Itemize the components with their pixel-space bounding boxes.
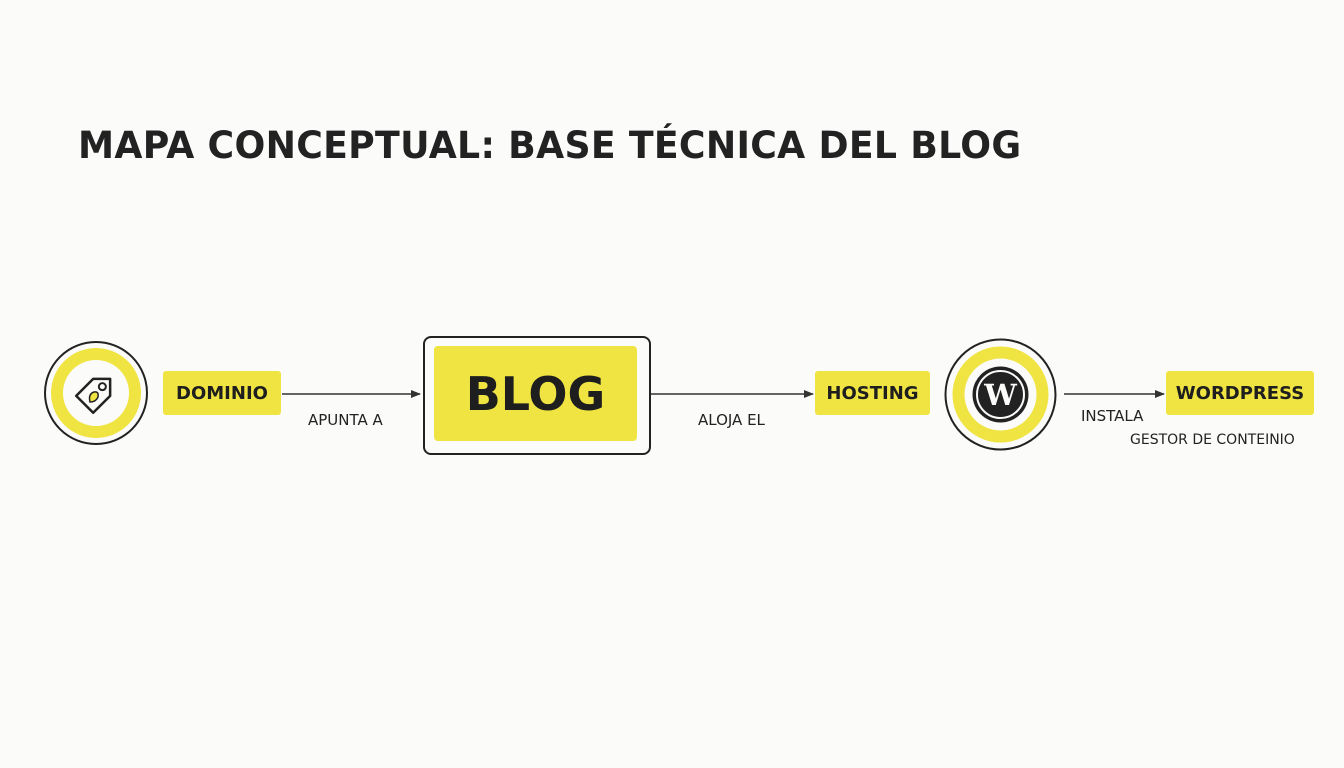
node-dominio: DOMINIO — [163, 371, 281, 415]
node-hosting: HOSTING — [815, 371, 930, 415]
tag-icon — [42, 340, 150, 446]
svg-text:W: W — [983, 378, 1017, 412]
diagram-title: MAPA CONCEPTUAL: BASE TÉCNICA DEL BLOG — [78, 124, 1022, 167]
edge-label-instala: INSTALA — [1081, 407, 1144, 425]
node-blog: BLOG — [434, 346, 637, 441]
edge-label-apunta-a: APUNTA A — [308, 411, 383, 429]
edge-label-aloja-el: ALOJA EL — [698, 411, 765, 429]
wordpress-icon: W — [943, 337, 1058, 452]
node-wordpress: WORDPRESS — [1166, 371, 1314, 415]
edge-label-gestor-de-contenido: GESTOR DE CONTEINIO — [1130, 432, 1295, 448]
